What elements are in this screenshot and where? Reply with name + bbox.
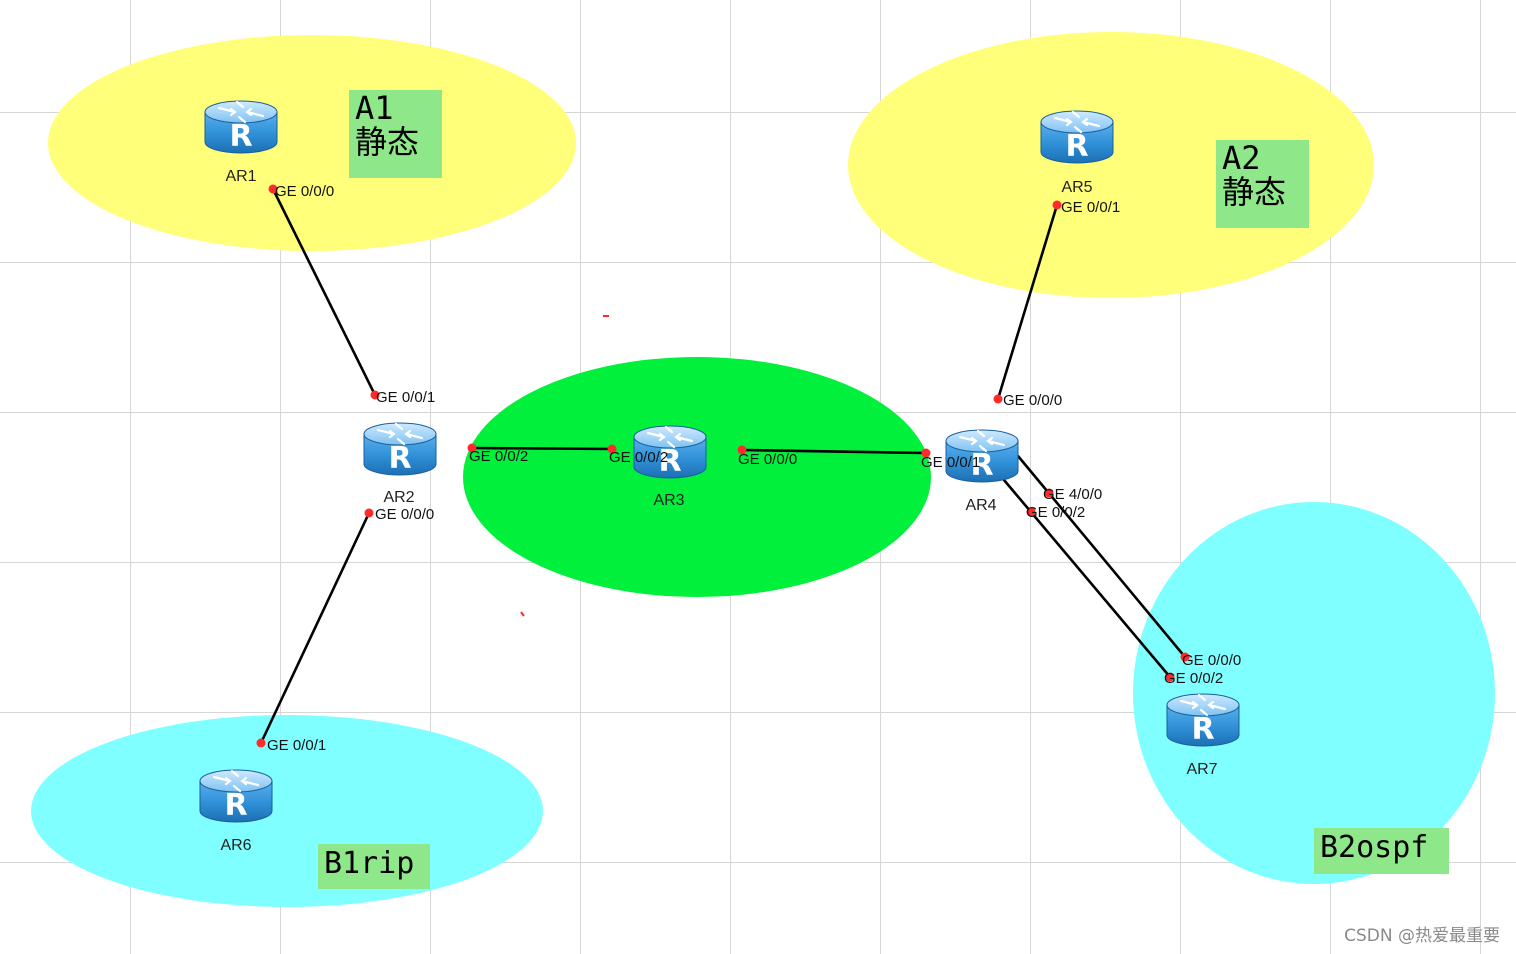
port-label-ar6: GE 0/0/1 — [267, 737, 326, 754]
area-b2-region — [1133, 502, 1495, 884]
svg-text:R: R — [224, 788, 247, 823]
port-dot-ar2 — [364, 508, 374, 518]
port-label-ar4: GE 4/0/0 — [1043, 486, 1102, 503]
area-b1-label-line: B1rip — [324, 846, 415, 881]
port-dot-ar4 — [1026, 507, 1036, 517]
area-b2-label-line: B2ospf — [1320, 830, 1429, 865]
router-ar2-label: AR2 — [383, 489, 414, 506]
stray-mark — [520, 611, 525, 617]
svg-text:R: R — [229, 119, 252, 154]
link-ar2-ar6 — [259, 511, 371, 745]
port-label-ar3: GE 0/0/0 — [738, 451, 797, 468]
area-a1-label-line: A1 — [355, 89, 394, 127]
svg-text:R: R — [1065, 129, 1088, 164]
port-label-ar2: GE 0/0/0 — [375, 506, 434, 523]
port-label-ar4: GE 0/0/0 — [1003, 392, 1062, 409]
router-ar7-icon[interactable]: R — [1166, 693, 1240, 747]
port-dot-ar3 — [607, 444, 617, 454]
svg-text:R: R — [388, 441, 411, 476]
router-ar4-icon[interactable]: R — [945, 429, 1019, 483]
port-dot-ar6 — [256, 738, 266, 748]
svg-text:R: R — [970, 448, 993, 483]
port-dot-ar5 — [1052, 200, 1062, 210]
link-ar4-ar5 — [996, 203, 1059, 401]
router-ar1-label: AR1 — [225, 168, 256, 185]
router-ar5-icon[interactable]: R — [1040, 110, 1114, 164]
router-ar6-label: AR6 — [220, 837, 251, 854]
router-ar3-icon[interactable]: R — [633, 425, 707, 479]
port-dot-ar4 — [1044, 488, 1054, 498]
area-a2-label-line: A2 — [1222, 139, 1261, 177]
router-ar2-icon[interactable]: R — [363, 422, 437, 476]
area-a2-label-line: 静态 — [1222, 172, 1287, 211]
area-a1-label-line: 静态 — [355, 122, 420, 161]
svg-text:R: R — [1191, 712, 1214, 747]
watermark: CSDN @热爱最重要 — [1344, 926, 1500, 946]
router-ar1-icon[interactable]: R — [204, 100, 278, 154]
router-ar7-label: AR7 — [1186, 761, 1217, 778]
port-dot-ar3 — [737, 445, 747, 455]
port-dot-ar4 — [993, 394, 1003, 404]
router-ar3-label: AR3 — [653, 492, 684, 509]
port-dot-ar4 — [921, 448, 931, 458]
link-ar4-ar7 — [1016, 454, 1187, 659]
area-b1-label: B1rip — [318, 844, 430, 889]
port-label-ar1: GE 0/0/0 — [275, 183, 334, 200]
port-dot-ar1 — [268, 184, 278, 194]
svg-text:R: R — [658, 444, 681, 479]
link-ar2-ar3 — [470, 446, 614, 451]
port-label-ar3: GE 0/0/2 — [609, 449, 668, 466]
port-label-ar2: GE 0/0/2 — [469, 448, 528, 465]
link-ar1-ar2 — [271, 187, 377, 397]
port-label-ar7: GE 0/0/0 — [1182, 652, 1241, 669]
port-dot-ar7 — [1180, 652, 1190, 662]
port-label-ar2: GE 0/0/1 — [376, 389, 435, 406]
port-dot-ar2 — [370, 390, 380, 400]
area-a1-region — [48, 35, 576, 251]
area-core-region — [463, 357, 931, 597]
area-b2-label: B2ospf — [1314, 828, 1449, 874]
area-a2-region — [848, 32, 1374, 298]
port-label-ar7: GE 0/0/2 — [1164, 670, 1223, 687]
port-label-ar5: GE 0/0/1 — [1061, 199, 1120, 216]
link-ar3-ar4 — [740, 448, 928, 455]
port-label-ar4: GE 0/0/2 — [1026, 504, 1085, 521]
router-ar5-label: AR5 — [1061, 179, 1092, 196]
port-dot-ar7 — [1165, 672, 1175, 682]
port-label-ar4: GE 0/0/1 — [921, 454, 980, 471]
router-ar4-label: AR4 — [965, 497, 996, 514]
router-ar6-icon[interactable]: R — [199, 769, 273, 823]
port-dot-ar2 — [467, 443, 477, 453]
